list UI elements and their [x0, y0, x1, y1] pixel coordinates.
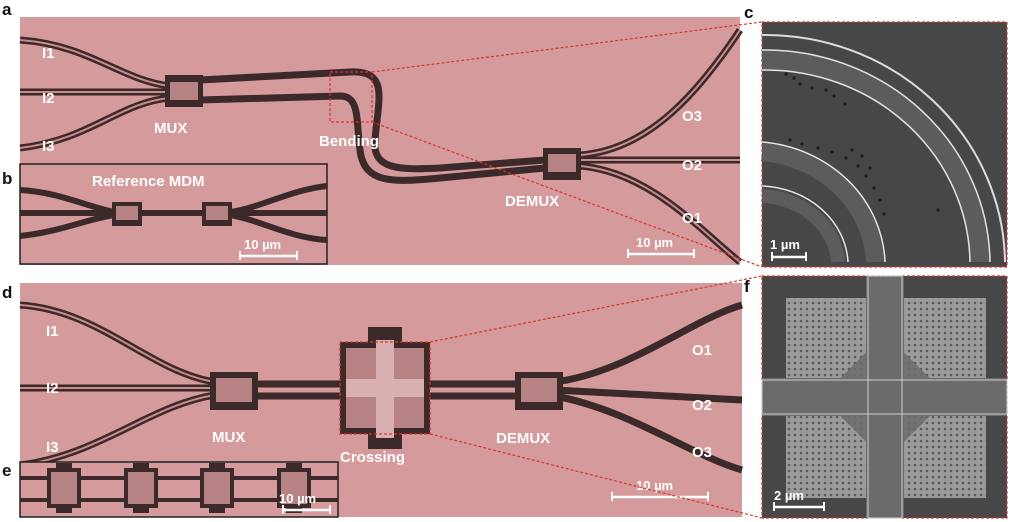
waveguide-bus-upper [199, 68, 546, 173]
waveguide-d-o3 [554, 392, 743, 474]
panel-d-micrograph [19, 283, 743, 517]
label-a-mux: MUX [154, 120, 187, 137]
label-a-bending: Bending [319, 133, 379, 150]
label-d-o2: O2 [692, 397, 712, 414]
scale-label-d: 10 µm [636, 478, 673, 493]
panel-f-sem [761, 275, 1008, 519]
panel-b-inset [19, 163, 328, 265]
zoom-line-c-bottom [371, 121, 763, 268]
label-a-o2: O2 [682, 157, 702, 174]
label-a-i1: I1 [42, 45, 55, 62]
label-a-o1: O1 [682, 210, 702, 227]
panel-letter-d: d [2, 283, 12, 302]
label-b-title: Reference MDM [92, 173, 205, 190]
label-a-demux: DEMUX [505, 193, 559, 210]
label-d-i2: I2 [46, 380, 59, 397]
waveguide-d-o2 [554, 386, 743, 404]
scale-label-e: 10 µm [279, 491, 316, 506]
zoom-line-f-bottom [429, 433, 763, 519]
scale-label-f: 2 µm [774, 488, 804, 503]
panel-c-sem [761, 21, 1008, 268]
waveguide-d-o1 [554, 301, 743, 386]
bend-zoom-box [329, 71, 373, 123]
label-d-o3: O3 [692, 444, 712, 461]
panel-letter-f: f [744, 277, 750, 296]
zoom-line-f-top [429, 275, 763, 343]
waveguide-bus-lower [199, 92, 546, 184]
zoom-line-c-top [371, 21, 763, 73]
panel-letter-a: a [2, 0, 12, 19]
label-d-o1: O1 [692, 342, 712, 359]
scale-label-b: 10 µm [244, 237, 281, 252]
label-a-o3: O3 [682, 108, 702, 125]
label-a-i2: I2 [42, 90, 55, 107]
panel-letter-c: c [744, 3, 753, 22]
label-d-i3: I3 [46, 439, 59, 456]
label-a-i3: I3 [42, 138, 55, 155]
label-d-mux: MUX [212, 429, 245, 446]
panel-letter-e: e [2, 461, 11, 480]
label-d-crossing: Crossing [340, 449, 405, 466]
label-d-i1: I1 [46, 323, 59, 340]
scale-label-a: 10 µm [636, 235, 673, 250]
panel-letter-b: b [2, 169, 12, 188]
label-d-demux: DEMUX [496, 430, 550, 447]
scale-label-c: 1 µm [770, 237, 800, 252]
panel-e-inset [19, 461, 339, 518]
